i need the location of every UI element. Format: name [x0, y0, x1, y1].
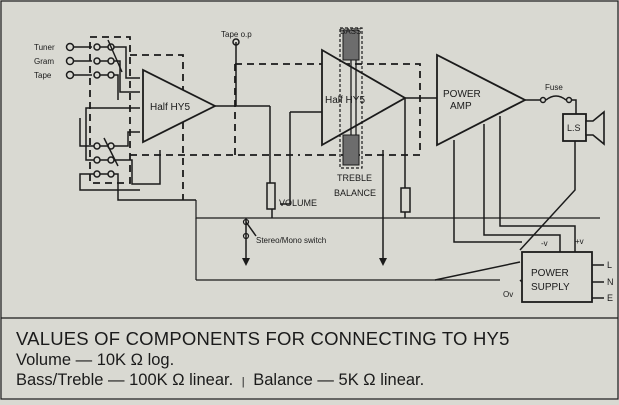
caption-title: VALUES OF COMPONENTS FOR CONNECTING TO H…	[16, 328, 510, 349]
svg-text:POWER: POWER	[443, 89, 481, 100]
bass-label: BASS	[340, 27, 361, 36]
svg-text:POWER: POWER	[531, 268, 569, 279]
input-label-tuner: Tuner	[34, 43, 55, 52]
caption-pot-values: Bass/Treble — 100K Ω linear. | Balance —…	[16, 371, 611, 390]
mains-earth-label: E	[607, 293, 613, 303]
signal-wiring	[195, 97, 600, 281]
tape-output-label: Tape o.p	[221, 30, 252, 39]
volume-label: VOLUME	[279, 198, 317, 208]
psu-negative-label: -v	[541, 239, 548, 248]
input-label-gram: Gram	[34, 57, 54, 66]
svg-text:L.S: L.S	[567, 123, 581, 133]
fuse	[525, 95, 577, 114]
balance-label: BALANCE	[334, 188, 376, 198]
selector-gang-outline	[89, 36, 131, 184]
half-hy5-amp-1: Half HY5	[142, 68, 218, 144]
mains-live-label: L	[607, 260, 612, 270]
caption-bass-treble-value: Bass/Treble — 100K Ω linear.	[16, 371, 234, 389]
caption-volume-value: Volume — 10K Ω log.	[16, 351, 175, 369]
svg-text:Half HY5: Half HY5	[150, 102, 190, 113]
half-hy5-amp-2: Half HY5	[321, 48, 407, 147]
input-label-tape: Tape	[34, 71, 52, 80]
svg-text:Half HY5: Half HY5	[325, 95, 365, 106]
caption-separator: |	[241, 376, 245, 388]
psu-zero-volt-label: Ov	[503, 290, 513, 299]
fuse-label: Fuse	[545, 83, 563, 92]
mains-terminals	[592, 264, 604, 299]
stereo-mono-switch-label: Stereo/Mono switch	[256, 236, 326, 245]
power-supply: POWER SUPPLY	[521, 251, 593, 303]
component-values-caption: VALUES OF COMPONENTS FOR CONNECTING TO H…	[16, 328, 611, 390]
svg-text:SUPPLY: SUPPLY	[531, 282, 570, 293]
stereo-pair-outline	[235, 63, 421, 156]
tape-output	[215, 38, 270, 107]
bass-treble-controls	[339, 27, 363, 169]
mains-neutral-label: N	[607, 277, 614, 287]
svg-text:AMP: AMP	[450, 101, 472, 112]
treble-label: TREBLE	[337, 173, 372, 183]
caption-balance-value: Balance — 5K Ω linear.	[253, 371, 425, 389]
input-selector-switch	[65, 39, 196, 201]
power-amp: POWER AMP	[436, 53, 527, 147]
psu-positive-label: +v	[575, 237, 584, 246]
loudspeaker: L.S	[562, 110, 605, 146]
psu-wiring	[434, 116, 576, 291]
